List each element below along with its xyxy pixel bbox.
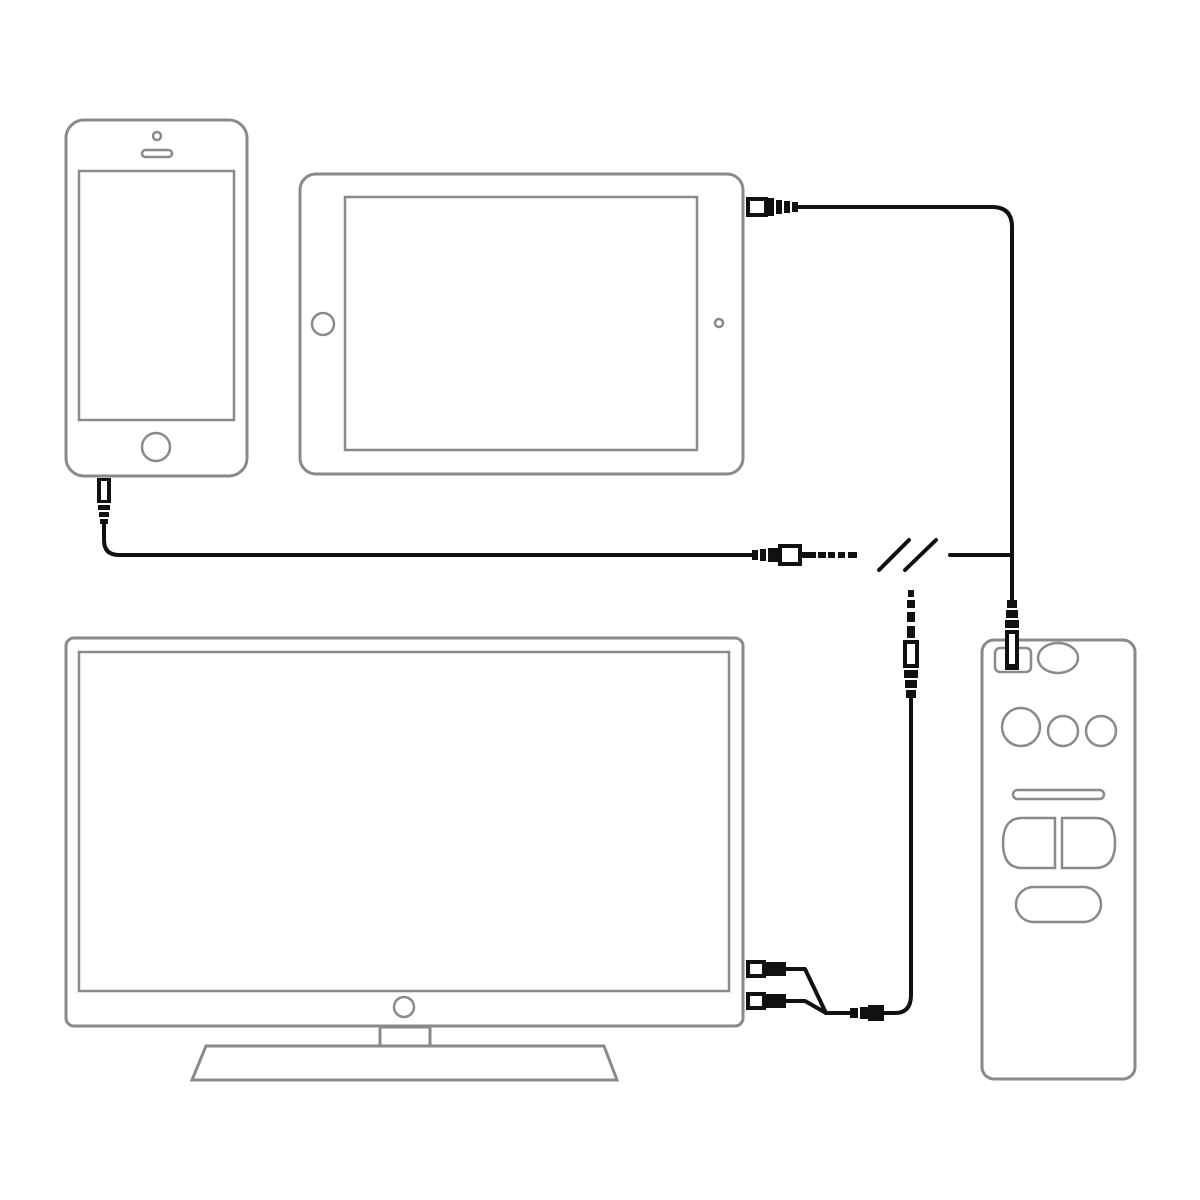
break-mark-icon <box>877 538 938 572</box>
remote-bottom-button[interactable] <box>1014 885 1103 924</box>
phone-speaker <box>140 148 174 159</box>
remote-round-button-2[interactable] <box>1046 714 1080 748</box>
remote-body <box>980 638 1137 1081</box>
phone-cable-line <box>102 522 754 557</box>
tv-screen <box>77 650 731 993</box>
remote-receiver <box>980 638 1137 1081</box>
television <box>64 636 745 1082</box>
tv-cable-lower-branch <box>784 999 828 1015</box>
tablet-screen <box>343 195 699 452</box>
tablet-cable <box>746 197 1019 670</box>
tv-power-button[interactable] <box>392 995 416 1019</box>
tablet-home-button[interactable] <box>310 311 336 337</box>
remote-slider-bar[interactable] <box>1011 788 1106 801</box>
tablet <box>298 172 745 476</box>
tv-body <box>64 636 745 1028</box>
tablet-camera <box>713 317 725 329</box>
remote-round-button-3[interactable] <box>1084 714 1118 748</box>
tv-cable-upper-branch <box>784 967 828 1015</box>
phone-body <box>64 118 249 478</box>
phone-camera <box>151 130 163 142</box>
remote-right-dpad[interactable] <box>1060 816 1117 870</box>
tv-cable-vertical <box>882 696 913 1015</box>
remote-top-button[interactable] <box>1036 641 1080 675</box>
phone-cable <box>97 478 857 566</box>
remote-left-dpad[interactable] <box>1001 816 1057 870</box>
phone-screen <box>77 169 236 422</box>
tablet-body <box>298 172 745 476</box>
phone-home-button[interactable] <box>140 431 172 463</box>
phone <box>64 118 249 478</box>
tv-stand-base <box>189 1044 620 1082</box>
remote-large-round-button[interactable] <box>1000 706 1042 748</box>
tablet-cable-line <box>796 205 1014 602</box>
tv-cable <box>746 590 919 1021</box>
